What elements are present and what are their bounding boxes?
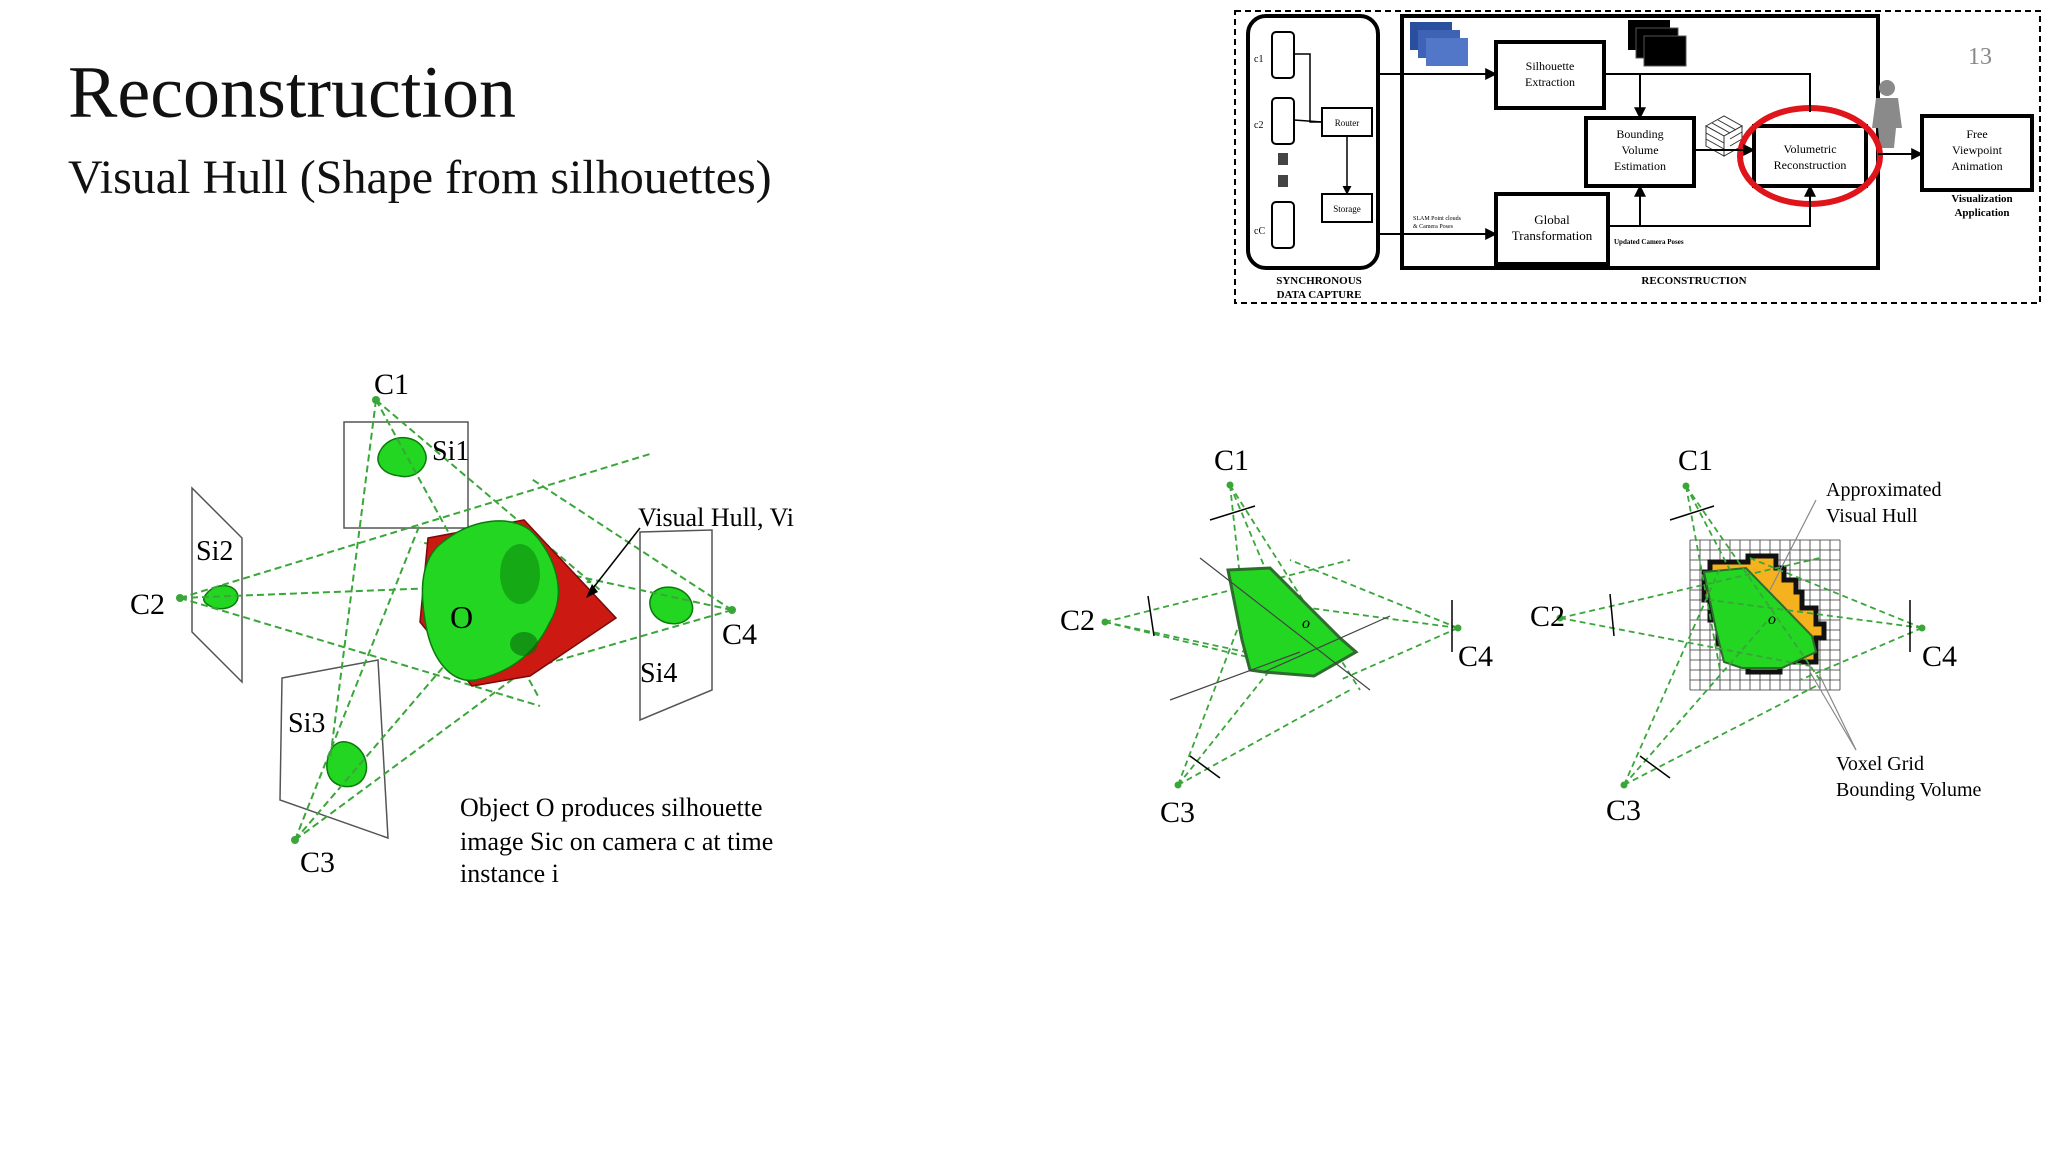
hull-camera-label-c4: C4 (722, 618, 757, 651)
image-plane-ticks (1147, 505, 1453, 779)
voxel-grid-label-1: Voxel Grid (1836, 753, 1924, 775)
object-label: o (1768, 611, 1776, 628)
voxel-camera-label-c3: C3 (1606, 794, 1641, 827)
approx-hull-label-1: Approximated (1826, 479, 1942, 501)
storage-box (1321, 193, 1373, 223)
human-figure-icon (1872, 80, 1902, 148)
silhouette-label-s1: Si1 (432, 436, 469, 467)
free-viewpoint-label-2: Viewpoint (1952, 143, 2003, 157)
voxel-camera-label-c1: C1 (1678, 444, 1713, 477)
bounding-volume-box (1584, 116, 1696, 188)
visual-hull-region (1702, 566, 1818, 669)
hull-camera-label-c1: C1 (374, 368, 409, 401)
section-visualization-label-2: Application (1954, 207, 2009, 219)
storage-label: Storage (1333, 204, 1361, 214)
object-label: o (1302, 615, 1310, 632)
visual-hull-region (1226, 566, 1359, 678)
free-viewpoint-label-3: Animation (1951, 159, 2002, 173)
camera-label-cC: cC (1254, 226, 1265, 237)
phone-icon (1271, 31, 1295, 249)
visual-hull-figure: C1 C2 C3 C4 Si1 Si2 Si3 Si4 O Visual Hul… (130, 368, 794, 888)
object-shading (510, 632, 538, 656)
section-visualization-label-1: Visualization (1951, 193, 2012, 205)
poly-camera-label-c1: C1 (1214, 444, 1249, 477)
hull-camera-label-c3: C3 (300, 846, 335, 879)
silhouette-frames-icon (1628, 20, 1687, 67)
global-transformation-label-1: Global (1534, 212, 1570, 227)
volumetric-reconstruction-label-1: Volumetric (1783, 142, 1836, 156)
bounding-volume-label-2: Volume (1621, 143, 1658, 157)
approx-hull-label-2: Visual Hull (1826, 505, 1918, 527)
router-label: Router (1335, 118, 1360, 128)
page-number: 13 (1968, 44, 1992, 70)
caption-line-1: Object O produces silhouette (460, 793, 763, 822)
camera-points (176, 396, 736, 844)
slide-subtitle: Visual Hull (Shape from silhouettes) (68, 151, 772, 204)
silhouettes (203, 437, 694, 788)
volumetric-reconstruction-label-2: Reconstruction (1774, 158, 1847, 172)
bounding-volume-label-3: Estimation (1614, 159, 1666, 173)
silhouette-label-s2: Si2 (196, 536, 233, 567)
camera-label-c2: c2 (1254, 120, 1263, 131)
camera-points (1556, 482, 1926, 789)
video-frames-icon (1410, 22, 1468, 66)
global-transformation-label-2: Transformation (1512, 228, 1593, 243)
voxel-camera-label-c2: C2 (1530, 600, 1565, 633)
camera-points (1101, 481, 1462, 789)
pipeline-outer-frame (1234, 10, 2041, 304)
hull-pointer-head (586, 584, 598, 598)
section-capture-label-1: SYNCHRONOUS (1276, 275, 1362, 287)
updated-poses-label: Updated Camera Poses (1614, 238, 1684, 246)
hull-edge (1169, 651, 1301, 701)
free-viewpoint-label-1: Free (1966, 127, 1987, 141)
voxel-camera-label-c4: C4 (1922, 640, 1957, 673)
polygon-hull-figure: o C1 C2 C3 C4 (1060, 444, 1493, 829)
section-capture-label-2: DATA CAPTURE (1277, 289, 1362, 301)
pipeline-diagram: c1 c2 cC Router Storage Silhouette Extra… (1234, 10, 2041, 304)
label-leader-lines (1769, 499, 1857, 751)
hull-pointer (589, 527, 641, 593)
image-plane-ticks (1609, 505, 1911, 779)
pipeline-arrows (1378, 68, 1924, 240)
visual-hull-label: Visual Hull, Vi (638, 503, 794, 532)
silhouette-label-s4: Si4 (640, 658, 677, 689)
voxel-grid-figure: o C1 C2 C3 C4 Approximated Visual Hull V… (1530, 444, 1982, 827)
bounding-volume-label-1: Bounding (1616, 127, 1663, 141)
object-shading (500, 544, 540, 604)
voxel-cube-icon (1704, 115, 1744, 157)
hull-edge (1263, 615, 1391, 673)
caption-line-3: instance i (460, 859, 559, 888)
caption-line-2: image Sic on camera c at time (460, 827, 773, 856)
object-label: O (450, 599, 473, 635)
hull-camera-label-c2: C2 (130, 588, 165, 621)
volumetric-reconstruction-box (1752, 124, 1868, 188)
camera-label-c1: c1 (1254, 54, 1263, 65)
silhouette-extraction-label-2: Extraction (1525, 75, 1575, 89)
slide-title: Reconstruction (68, 52, 517, 134)
hull-edge (1199, 557, 1371, 691)
voxel-grid-label-2: Bounding Volume (1836, 779, 1982, 801)
section-reconstruction-label: RECONSTRUCTION (1641, 275, 1746, 287)
silhouette-extraction-label-1: Silhouette (1526, 59, 1575, 73)
slam-note-2: & Camera Poses (1413, 224, 1454, 230)
poly-camera-label-c4: C4 (1458, 640, 1493, 673)
router-box (1321, 107, 1373, 137)
projection-rays (1559, 485, 1923, 786)
capture-group-box (1246, 14, 1380, 270)
slam-note-1: SLAM Point clouds (1413, 216, 1462, 222)
silhouette-label-s3: Si3 (288, 708, 325, 739)
poly-camera-label-c2: C2 (1060, 604, 1095, 637)
poly-camera-label-c3: C3 (1160, 796, 1195, 829)
